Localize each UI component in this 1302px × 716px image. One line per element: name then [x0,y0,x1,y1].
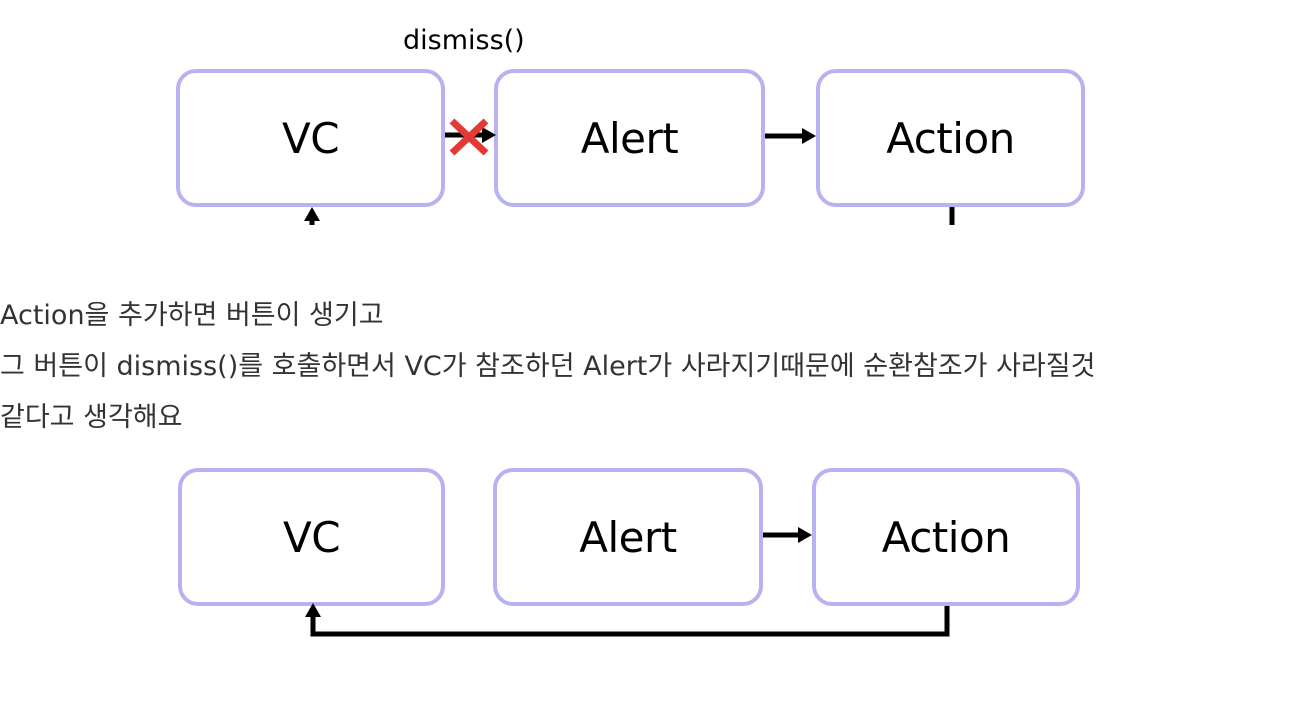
alert-box-label: Alert [579,512,677,562]
explanation-text: Action을 추가하면 버튼이 생기고 그 버튼이 dismiss()를 호출… [0,290,1302,443]
alert-box: Alert [493,468,763,606]
action-box: Action [812,468,1080,606]
diagram-after: VC Alert Action [0,465,1302,665]
explanation-line-1: Action을 추가하면 버튼이 생기고 [0,300,384,331]
vc-box: VC [176,69,445,207]
explanation-line-2: 그 버튼이 dismiss()를 호출하면서 VC가 참조하던 Alert가 사… [0,351,1096,382]
action-box-label: Action [881,512,1011,562]
cross-mark-icon [449,118,489,156]
vc-box: VC [178,468,445,606]
alert-to-action-arrow [763,527,812,543]
alert-box-label: Alert [580,113,679,163]
alert-box: Alert [494,69,765,207]
action-to-vc-arrow [304,207,955,225]
dismiss-method-label: dismiss() [403,25,525,56]
vc-box-label: VC [281,113,340,163]
action-to-vc-arrow [305,603,950,637]
vc-box-label: VC [282,512,341,562]
action-box-label: Action [886,113,1015,163]
explanation-line-3: 같다고 생각해요 [0,402,183,433]
diagram-before-arrows [304,118,955,225]
alert-to-action-arrow [765,128,816,144]
diagram-before: dismiss() VC Alert Action [0,25,1302,225]
diagram-after-arrows [305,527,950,637]
action-box: Action [816,69,1085,207]
